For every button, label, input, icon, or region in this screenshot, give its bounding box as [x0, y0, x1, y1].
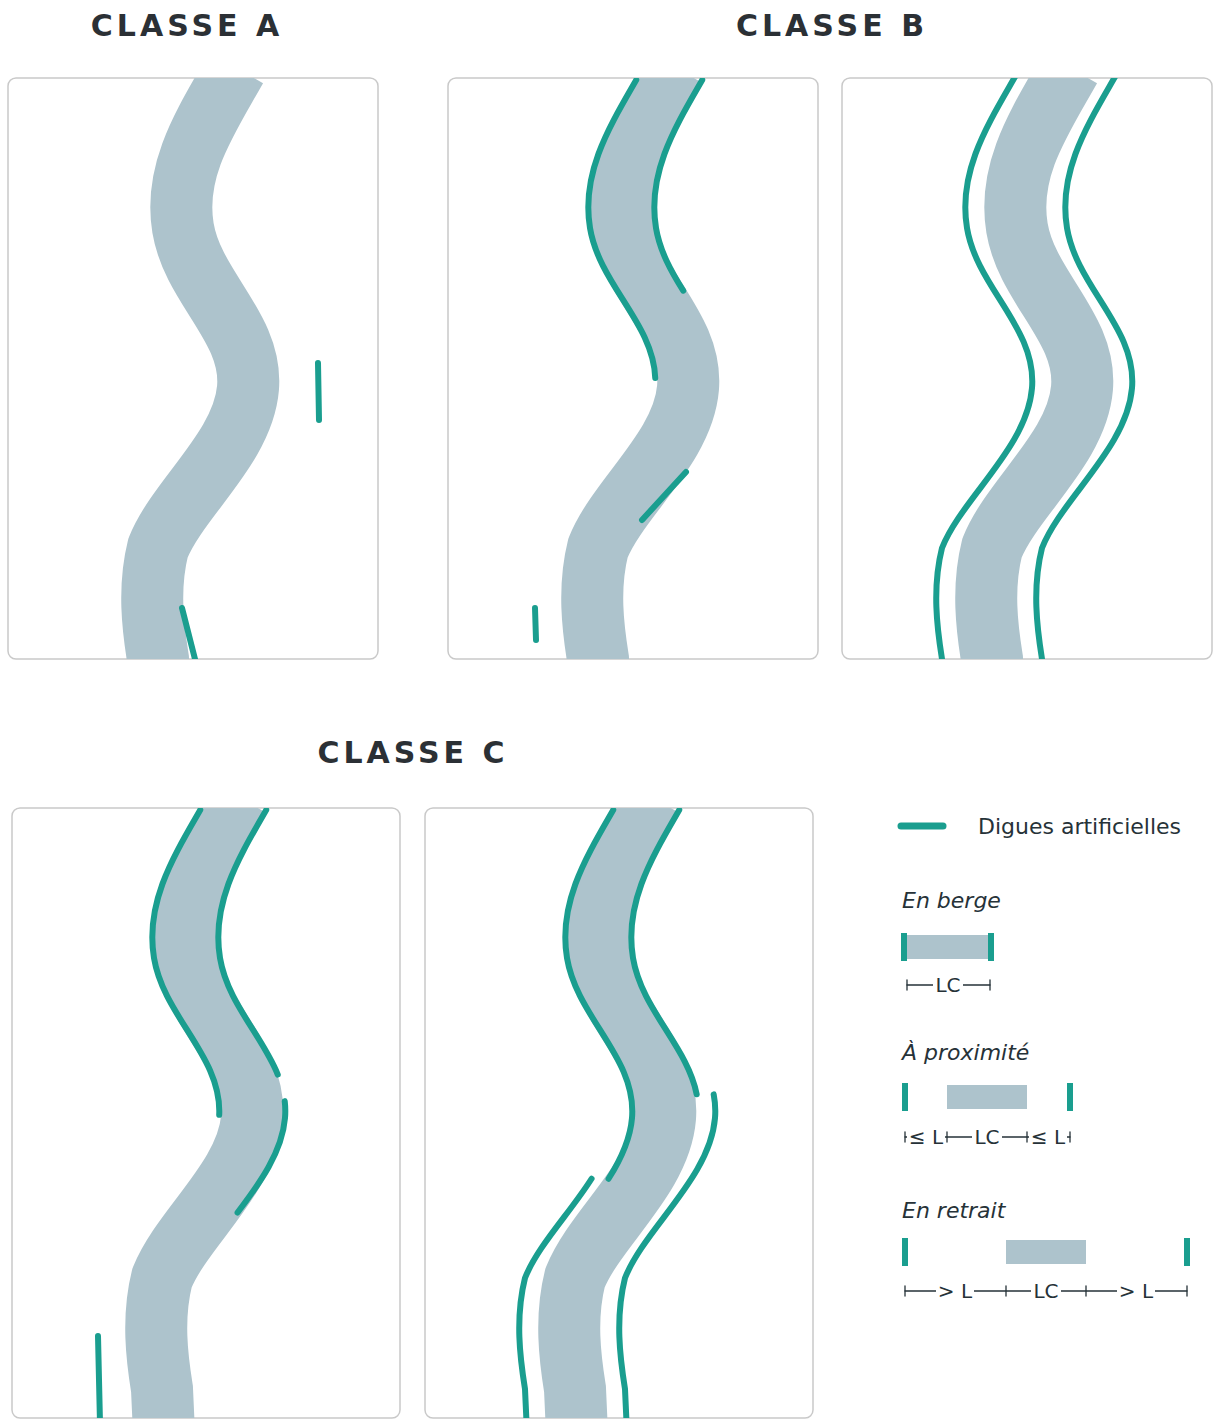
- dimension-label: ≤ L: [1029, 1126, 1067, 1148]
- class-heading: CLASSE B: [736, 8, 928, 43]
- river-panel: [535, 68, 721, 703]
- class-heading: CLASSE C: [317, 735, 508, 770]
- legend-text: Digues artificielles: [978, 814, 1181, 839]
- dimension-label: > L: [1117, 1280, 1155, 1302]
- river-panel: [936, 68, 1132, 703]
- river-panel: [152, 68, 319, 703]
- river-panel: [98, 798, 285, 1421]
- dimension-label: > L: [936, 1280, 974, 1302]
- dimension-label: LC: [972, 1126, 1001, 1148]
- legend-text: En berge: [902, 888, 1001, 913]
- legend-text: À proximité: [902, 1040, 1029, 1065]
- dimension-label: LC: [1031, 1280, 1060, 1302]
- river-panel: [519, 798, 715, 1421]
- class-heading: CLASSE A: [91, 8, 283, 43]
- dike-sample: [901, 823, 943, 830]
- dimension-label: LC: [933, 974, 962, 996]
- legend-text: En retrait: [902, 1198, 1005, 1223]
- dimension-label: ≤ L: [907, 1126, 945, 1148]
